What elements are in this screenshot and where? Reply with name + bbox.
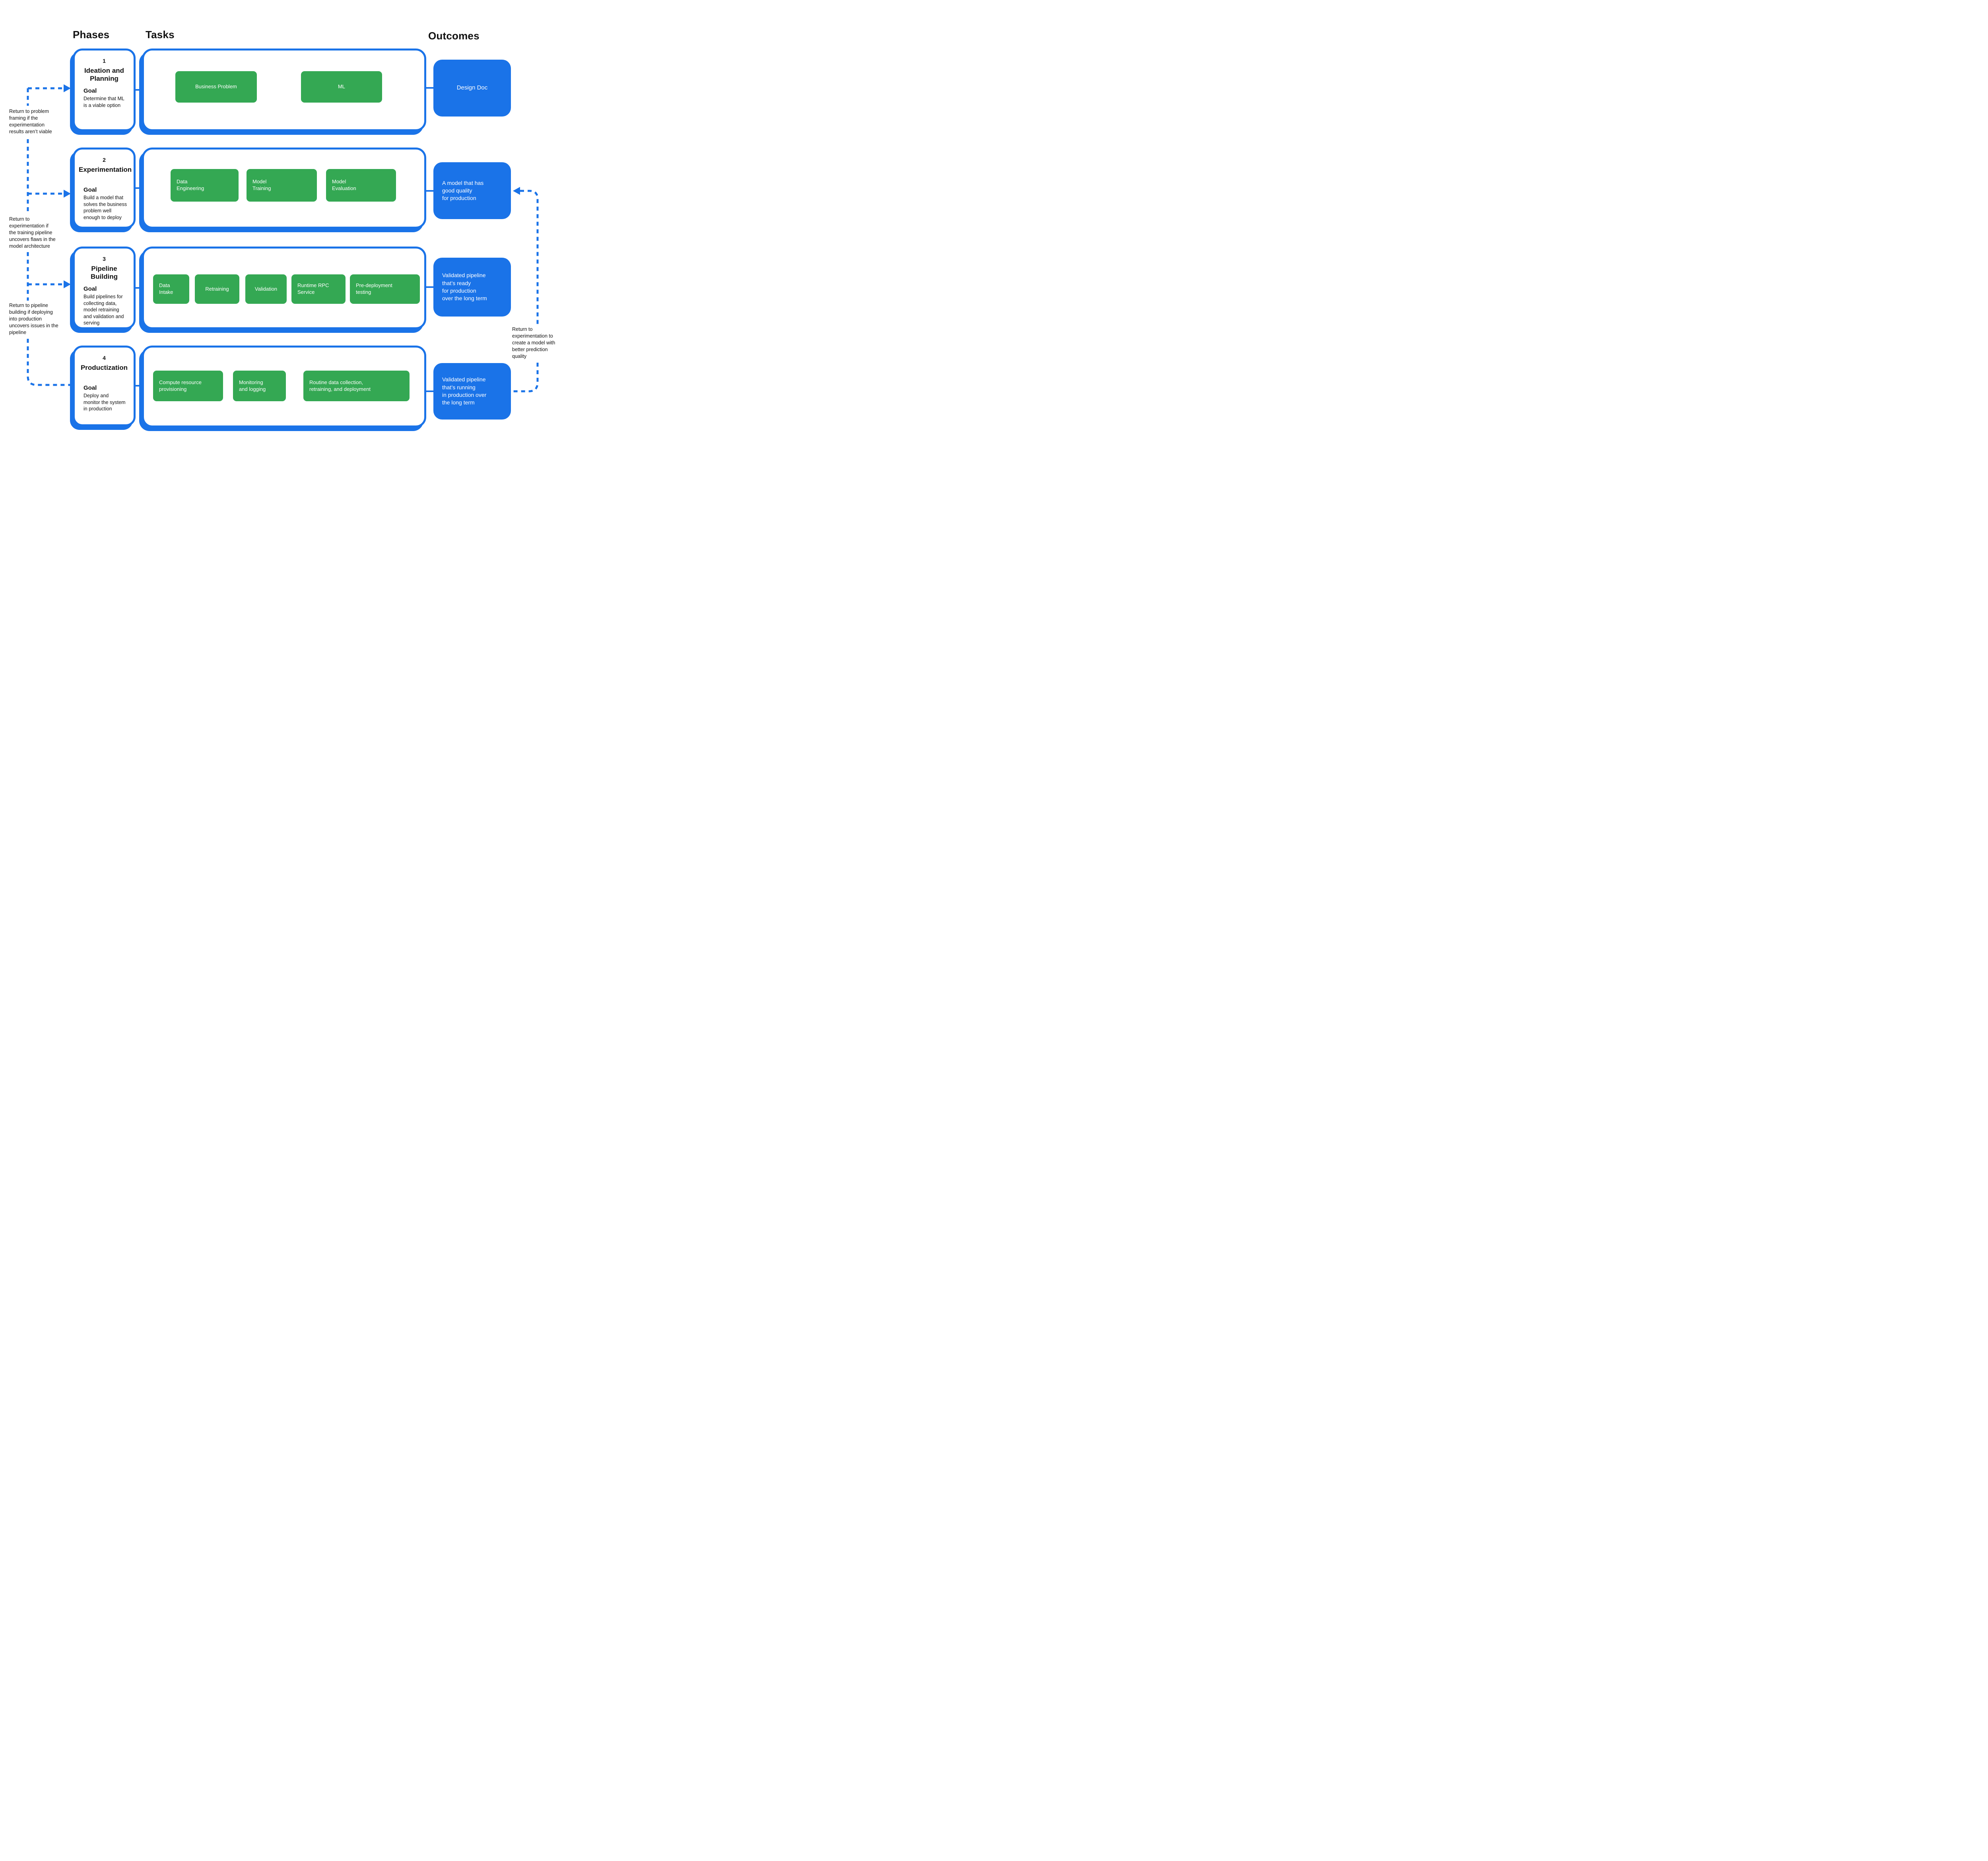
phase-number: 4 <box>103 355 106 361</box>
outcome-pipeline-ready: Validated pipeline that’s ready for prod… <box>433 258 511 317</box>
outcome-design-doc: Design Doc <box>433 60 511 117</box>
phase-card-ideation-planning: 1 Ideation and Planning Goal Determine t… <box>73 49 136 131</box>
header-outcomes: Outcomes <box>428 30 480 42</box>
feedback-path-right <box>511 187 539 392</box>
annotation-return-experimentation: Return to experimentation if the trainin… <box>9 216 56 249</box>
task-box-pre-deployment-testing: Pre-deployment testing <box>350 274 420 304</box>
outcome-pipeline-running: Validated pipeline that’s running in pro… <box>433 363 511 420</box>
annotation-return-experimentation-right: Return to experimentation to create a mo… <box>512 326 555 359</box>
diagram-canvas: Phases Tasks Outcomes 1 Ideation and Pla… <box>0 0 564 465</box>
task-connectors <box>189 85 350 387</box>
task-box-routine-data-collection: Routine data collection, retraining, and… <box>303 371 410 401</box>
goal-text: Deploy and monitor the system in product… <box>83 393 126 412</box>
task-box-model-training: Model Training <box>247 169 317 202</box>
goal-text: Determine that ML is a viable option <box>83 96 124 108</box>
phase-title: Pipeline Building <box>91 265 118 281</box>
goal-label: Goal <box>83 186 97 193</box>
phase-title: Productization <box>80 364 128 371</box>
phase-title: Ideation and Planning <box>84 67 124 83</box>
phase-card-experimentation: 2 Experimentation Goal Build a model tha… <box>73 148 136 229</box>
feedback-path-left <box>27 84 73 386</box>
goal-text: Build pipelines for collecting data, mod… <box>83 294 124 326</box>
task-box-validation: Validation <box>245 274 287 304</box>
phase-card-productization: 4 Productization Goal Deploy and monitor… <box>73 346 136 426</box>
goal-label: Goal <box>83 286 97 292</box>
annotation-return-pipeline-building: Return to pipeline building if deploying… <box>9 303 58 335</box>
phase-number: 3 <box>103 256 106 262</box>
goal-label: Goal <box>83 87 97 94</box>
task-box-business-problem: Business Problem <box>175 71 257 103</box>
annotation-return-problem-framing: Return to problem framing if the experim… <box>9 109 52 134</box>
goal-label: Goal <box>83 385 97 391</box>
goal-text: Build a model that solves the business p… <box>83 195 127 220</box>
outcome-model-quality: A model that has good quality for produc… <box>433 162 511 219</box>
task-box-monitoring-and-logging: Monitoring and logging <box>233 371 286 401</box>
phase-task-outcome-connectors <box>136 87 433 392</box>
header-tasks: Tasks <box>146 29 175 41</box>
task-box-data-intake: Data Intake <box>153 274 189 304</box>
task-box-data-engineering: Data Engineering <box>171 169 239 202</box>
header-phases: Phases <box>73 29 110 41</box>
phase-number: 1 <box>103 58 106 64</box>
task-box-retraining: Retraining <box>195 274 239 304</box>
task-box-ml: ML <box>301 71 382 103</box>
phase-card-pipeline-building: 3 Pipeline Building Goal Build pipelines… <box>73 247 136 329</box>
phase-title: Experimentation <box>79 166 132 173</box>
task-box-model-evaluation: Model Evaluation <box>326 169 396 202</box>
phase-number: 2 <box>103 157 106 163</box>
task-box-compute-resource-provisioning: Compute resource provisioning <box>153 371 223 401</box>
task-box-runtime-rpc-service: Runtime RPC Service <box>291 274 346 304</box>
